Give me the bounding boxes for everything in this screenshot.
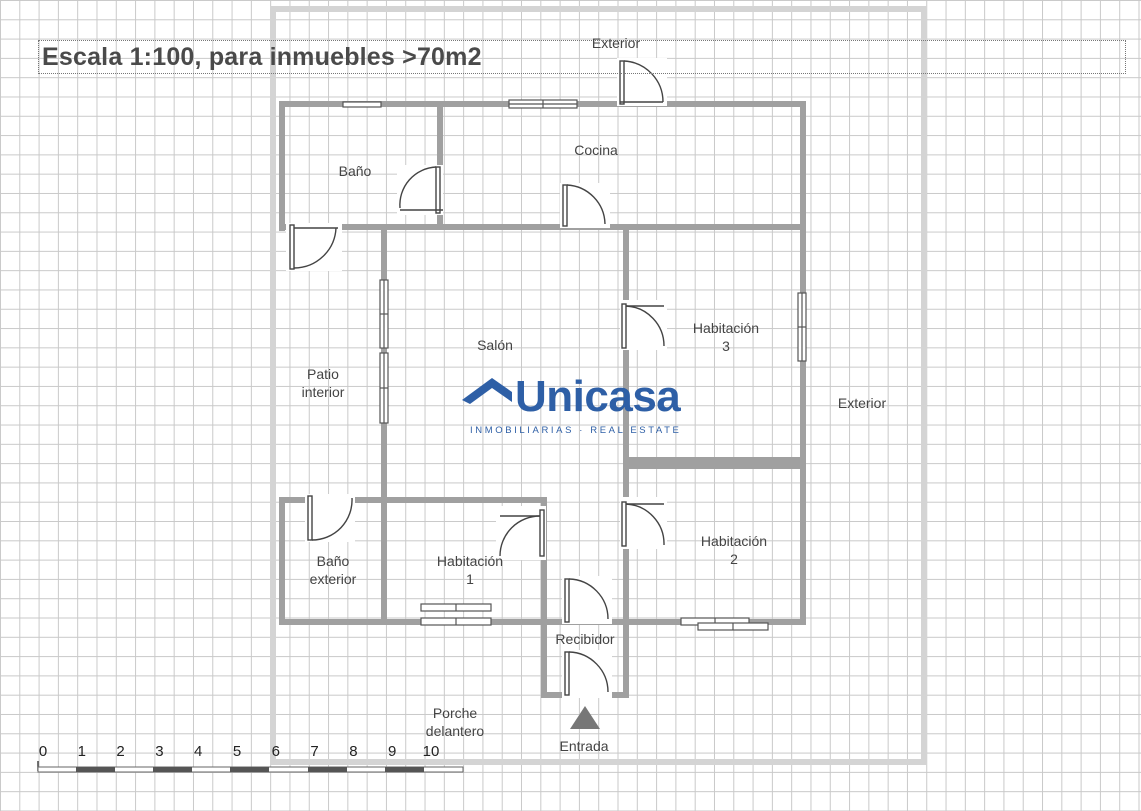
door-entrada: [562, 650, 612, 698]
scale-label: 7: [310, 743, 319, 760]
door-exterior-top: [617, 58, 667, 106]
scale-label: 10: [422, 743, 440, 760]
door-patio: [286, 223, 342, 271]
logo-tagline: INMOBILIARIAS · REAL ESTATE: [470, 425, 682, 436]
window-bano-top: [342, 101, 382, 108]
unicasa-logo: Unicasa INMOBILIARIAS · REAL ESTATE: [460, 372, 685, 440]
label-bano: Baño: [338, 163, 372, 179]
door-bano-exterior: [305, 494, 355, 542]
door-hab1: [496, 506, 546, 560]
scale-label: 5: [232, 743, 242, 760]
label-cocina: Cocina: [574, 142, 618, 158]
scale-label: 4: [194, 743, 203, 760]
doors: [286, 58, 667, 698]
label-recibidor: Recibidor: [555, 631, 615, 647]
label-salon: Salón: [477, 337, 513, 353]
door-hab2: [620, 497, 667, 549]
entrance-arrow-icon: [570, 706, 600, 729]
windows: [342, 99, 807, 631]
label-entrada: Entrada: [559, 738, 609, 754]
logo-roof-icon: [462, 378, 512, 404]
scale-label: 2: [116, 743, 125, 760]
label-exterior-top: Exterior: [591, 35, 641, 51]
scale-label: 3: [155, 743, 164, 760]
scale-label: 9: [388, 743, 397, 760]
plan-title: Escala 1:100, para inmuebles >70m2: [42, 43, 482, 71]
logo-name: Unicasa: [515, 372, 681, 421]
door-cocina: [560, 183, 610, 228]
door-hab3: [620, 300, 667, 350]
door-bano: [397, 165, 443, 215]
scale-bar: [37, 761, 464, 773]
scale-label: 8: [349, 743, 358, 760]
scale-label: 1: [77, 743, 86, 760]
scale-label: 0: [38, 743, 48, 760]
title-box: [38, 40, 1126, 74]
outer-frame: [270, 6, 927, 765]
label-exterior-right: Exterior: [837, 395, 887, 411]
scale-label: 6: [271, 743, 280, 760]
door-salon-recibidor: [562, 576, 612, 624]
